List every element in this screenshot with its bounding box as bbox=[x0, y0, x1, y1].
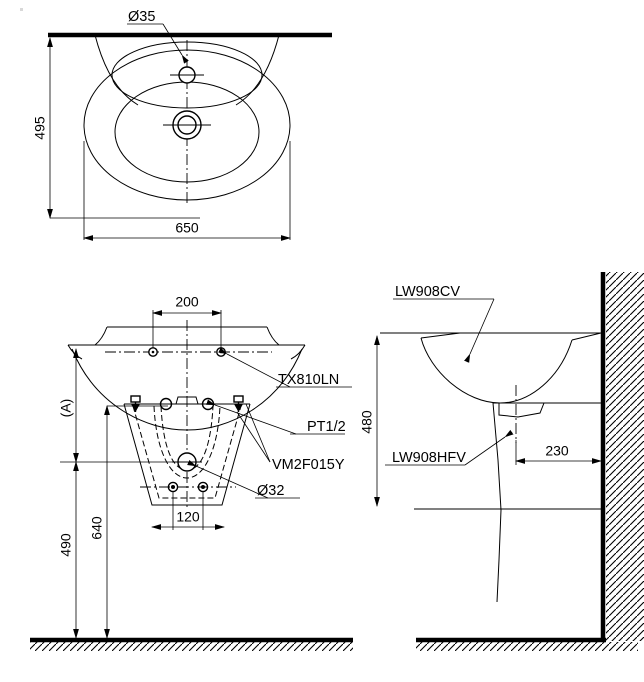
front-floor-hatch bbox=[30, 642, 353, 651]
view-front: 200 bbox=[30, 294, 353, 651]
stop-valve-left-arrow bbox=[131, 404, 140, 412]
basin-right-flank-curve bbox=[235, 34, 280, 106]
dim-A-label: (A) bbox=[58, 399, 74, 418]
callout-vm2f015y-leader-a bbox=[236, 411, 271, 463]
dim-640-label: 640 bbox=[89, 516, 105, 540]
side-floor-hatch bbox=[416, 642, 638, 651]
side-rim-right-edge bbox=[571, 332, 602, 341]
view-top: 495 650 Ø35 bbox=[32, 9, 332, 241]
side-rim-left-edge bbox=[420, 332, 461, 339]
dim-495-label: 495 bbox=[32, 116, 48, 140]
side-trap-notch bbox=[498, 402, 545, 418]
stop-valve-right bbox=[233, 395, 244, 412]
front-rim-right-edge bbox=[290, 344, 306, 360]
dim-120-label: 120 bbox=[176, 509, 200, 525]
callout-lw908hfv-leader bbox=[464, 429, 514, 466]
callout-vm2f015y-leader-b bbox=[245, 403, 271, 463]
side-bowl-right-curve bbox=[499, 339, 573, 404]
dim-490-label: 490 bbox=[58, 533, 74, 557]
stop-valve-left-body bbox=[130, 395, 141, 403]
callout-lw908cv-label: LW908CV bbox=[395, 284, 460, 300]
side-wall-hatch bbox=[606, 272, 644, 641]
callout-pt12-label: PT1/2 bbox=[307, 419, 346, 435]
side-bowl-left-curve bbox=[420, 337, 501, 404]
callout-tx810ln-leader bbox=[218, 347, 291, 388]
mounting-hole-right-center bbox=[219, 350, 223, 354]
basin-left-flank-curve bbox=[94, 34, 139, 106]
mounting-hole-left-center bbox=[151, 350, 155, 354]
dim-650-label: 650 bbox=[175, 220, 199, 236]
side-shroud-front-edge bbox=[492, 402, 502, 603]
dim-480-label: 480 bbox=[359, 410, 375, 434]
callout-lw908cv-leader bbox=[464, 298, 495, 363]
front-shroud-inner-dashed bbox=[132, 405, 242, 499]
front-deck-right-bevel bbox=[266, 326, 280, 346]
front-deck-left-bevel bbox=[94, 326, 108, 346]
callout-lw908hfv-label: LW908HFV bbox=[392, 450, 466, 466]
dim-200-label: 200 bbox=[175, 294, 199, 310]
callout-lw908cv-spacer bbox=[470, 353, 490, 354]
stop-valve-left bbox=[130, 395, 141, 412]
stop-valve-right-body bbox=[233, 395, 244, 403]
dim-230-label: 230 bbox=[545, 443, 569, 459]
image-artifact-speck bbox=[20, 8, 23, 11]
callout-pt12-leader bbox=[206, 399, 297, 435]
stop-valve-right-arrow bbox=[234, 404, 243, 412]
callout-d32-label: Ø32 bbox=[257, 483, 284, 499]
callout-tx810ln-label: TX810LN bbox=[278, 372, 339, 388]
callout-d35-label: Ø35 bbox=[128, 9, 155, 25]
view-side: 480 230 LW908CV LW908HFV bbox=[359, 272, 644, 651]
callout-d32-leader bbox=[187, 460, 269, 499]
callout-d35-leader bbox=[162, 23, 189, 64]
callout-vm2f015y-label: VM2F015Y bbox=[272, 457, 345, 473]
